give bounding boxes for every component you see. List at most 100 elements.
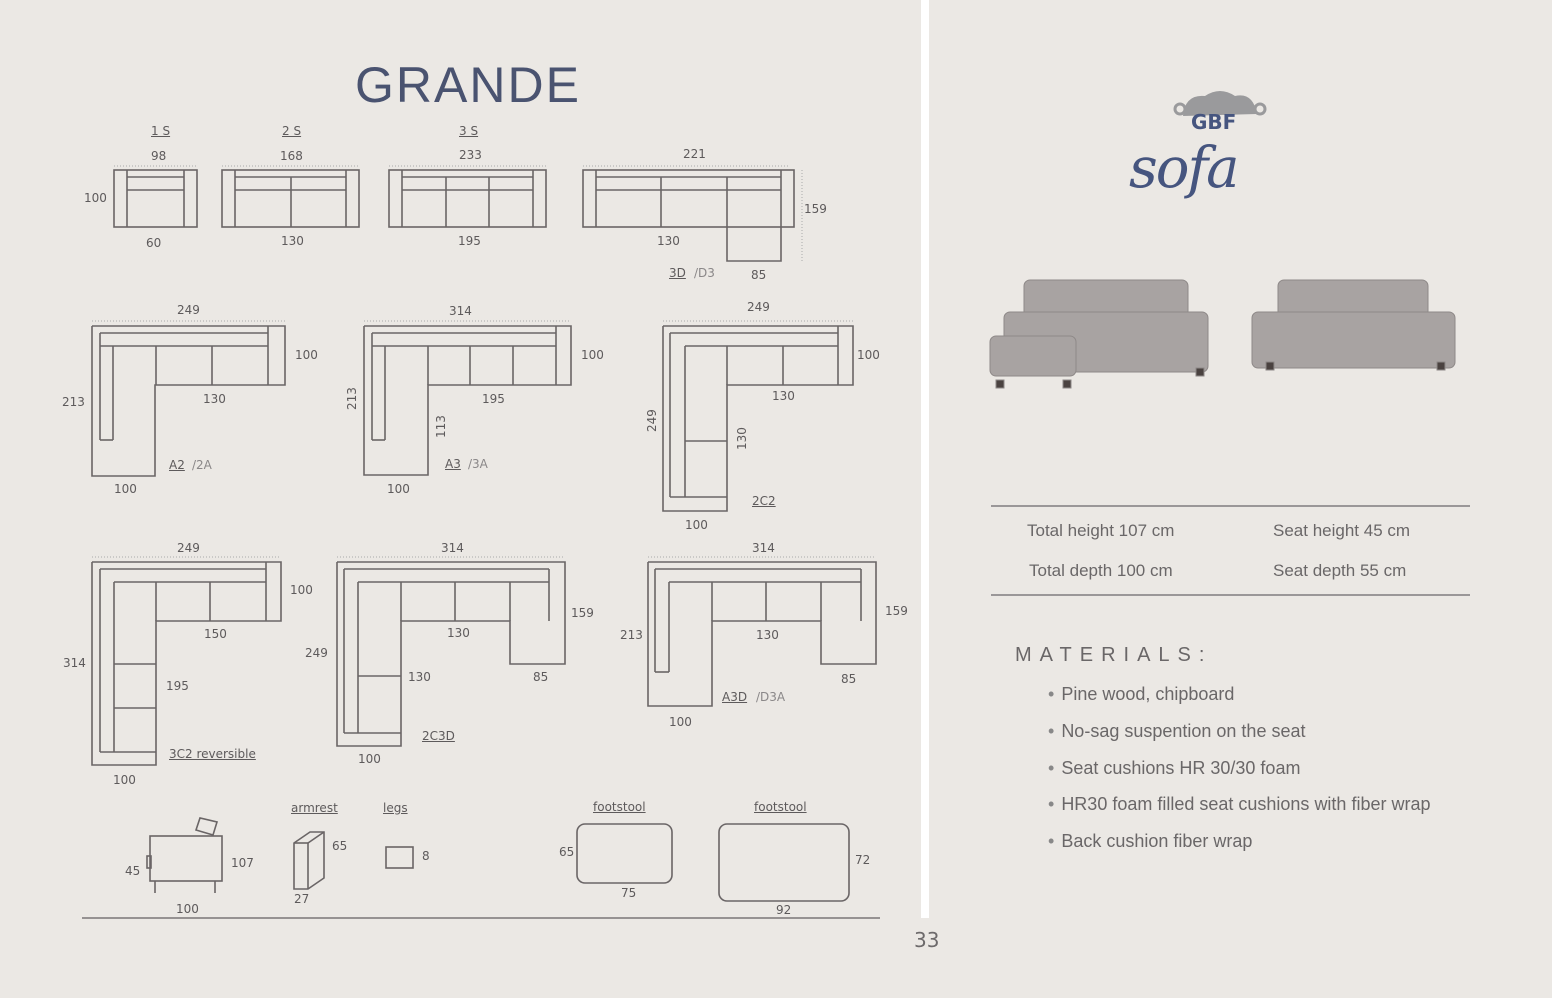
- model-code-alt: /D3: [694, 266, 715, 280]
- dimension-label: 213: [620, 628, 643, 642]
- dimension-label: 221: [683, 147, 706, 161]
- model-code: 3C2 reversible: [169, 747, 256, 761]
- dimension-label: 72: [855, 853, 871, 867]
- sectional-sofa-photo: [989, 279, 1209, 389]
- brand-name: sofa: [1129, 136, 1240, 201]
- dimension-label: 195: [458, 234, 481, 248]
- model-code: A3D: [722, 690, 748, 704]
- material-item: HR30 foam filled seat cushions with fibe…: [1048, 794, 1430, 815]
- model-code: 2 S: [282, 124, 302, 138]
- dimension-label: 130: [408, 670, 431, 684]
- dimension-label: 314: [449, 304, 472, 318]
- spec-seat-depth: Seat depth 55 cm: [1273, 561, 1407, 580]
- dimension-label: 27: [294, 892, 310, 906]
- dimension-label: 60: [146, 236, 162, 250]
- dimension-label: 314: [63, 656, 86, 670]
- dimension-label: 100: [176, 902, 199, 916]
- diagram-a3d: [647, 561, 877, 707]
- dimension-label: 8: [422, 849, 430, 863]
- legs-label: legs: [383, 801, 408, 815]
- dimension-label: 195: [166, 679, 189, 693]
- side-view: [146, 817, 223, 893]
- dimension-label: 100: [387, 482, 410, 496]
- armrest-diagram: [293, 831, 325, 890]
- model-code: 2C3D: [422, 729, 455, 743]
- page-divider: [921, 0, 929, 918]
- dimension-label: 130: [657, 234, 680, 248]
- dimension-label: 45: [125, 864, 141, 878]
- dimension-label: 65: [559, 845, 575, 859]
- dimension-label: 249: [305, 646, 328, 660]
- dimension-label: 159: [885, 604, 908, 618]
- dimension-label: 100: [114, 482, 137, 496]
- dimension-label: 314: [752, 541, 775, 555]
- diagram-3d: [582, 169, 795, 262]
- dimension-label: 92: [776, 903, 792, 917]
- dimension-label: 249: [177, 541, 200, 555]
- material-item: Back cushion fiber wrap: [1048, 831, 1252, 852]
- dimension-label: 100: [295, 348, 318, 362]
- page-number: 33: [914, 928, 940, 952]
- dimension-label: 159: [804, 202, 827, 216]
- footstool-large-diagram: [718, 823, 850, 902]
- dimension-label: 168: [280, 149, 303, 163]
- diagram-2s: [221, 169, 360, 228]
- armrest-label: armrest: [291, 801, 338, 815]
- dimension-label: 130: [756, 628, 779, 642]
- material-item: Seat cushions HR 30/30 foam: [1048, 758, 1300, 779]
- diagram-2c2: [662, 325, 854, 512]
- dimension-label: 314: [441, 541, 464, 555]
- dimension-label: 100: [358, 752, 381, 766]
- diagram-a2: [91, 325, 286, 477]
- brand-logo: GBF sofa: [1125, 88, 1335, 208]
- leg-diagram: [385, 846, 414, 869]
- dimension-label: 249: [747, 300, 770, 314]
- diagram-3s: [388, 169, 547, 228]
- dimension-label: 130: [447, 626, 470, 640]
- dimension-label: 213: [62, 395, 85, 409]
- dimension-label: 130: [281, 234, 304, 248]
- dimension-label: 100: [581, 348, 604, 362]
- dimension-label: 130: [772, 389, 795, 403]
- dimension-label: 100: [290, 583, 313, 597]
- dimension-label: 75: [621, 886, 637, 900]
- dimension-label: 98: [151, 149, 167, 163]
- dimension-label: 130: [203, 392, 226, 406]
- spec-rule-bottom: [991, 594, 1470, 596]
- dimension-label: 100: [113, 773, 136, 787]
- dimension-label: 159: [571, 606, 594, 620]
- dimension-label: 107: [231, 856, 254, 870]
- footstool-label: footstool: [593, 800, 646, 814]
- material-item: No-sag suspention on the seat: [1048, 721, 1305, 742]
- spec-total-height: Total height 107 cm: [1027, 521, 1175, 540]
- spec-rule-top: [991, 505, 1470, 507]
- dimension-label: 195: [482, 392, 505, 406]
- dimension-label: 85: [751, 268, 767, 282]
- brand-gbf: GBF: [1191, 110, 1237, 134]
- footstool-label: footstool: [754, 800, 807, 814]
- footstool-small-diagram: [576, 823, 673, 884]
- diagram-a3: [363, 325, 572, 476]
- dimension-label: 85: [533, 670, 549, 684]
- dimension-label: 150: [204, 627, 227, 641]
- spec-total-depth: Total depth 100 cm: [1029, 561, 1173, 580]
- model-code: A3: [445, 457, 461, 471]
- model-code-alt: /D3A: [756, 690, 786, 704]
- three-seat-sofa-photo: [1251, 279, 1456, 371]
- dimension-lines: [92, 165, 876, 558]
- sofa-crown-icon: [1173, 91, 1267, 116]
- dimension-label: 65: [332, 839, 348, 853]
- model-code: 3 S: [459, 124, 479, 138]
- diagram-1s: [113, 169, 198, 228]
- model-code-alt: /2A: [192, 458, 212, 472]
- material-item: Pine wood, chipboard: [1048, 684, 1234, 705]
- model-code: 2C2: [752, 494, 776, 508]
- model-code: A2: [169, 458, 185, 472]
- diagram-2c3d: [336, 561, 566, 747]
- dimension-label: 100: [857, 348, 880, 362]
- model-code: 3D: [669, 266, 686, 280]
- dimension-label: 249: [177, 303, 200, 317]
